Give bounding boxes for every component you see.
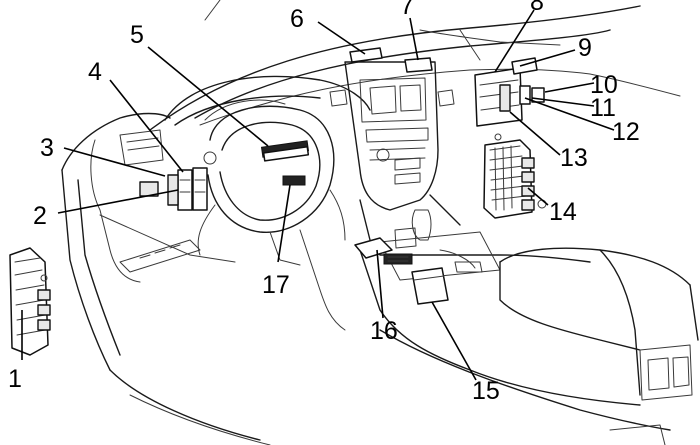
callout-9: 9	[578, 34, 592, 62]
callout-10: 10	[590, 71, 618, 99]
steering-switch-5	[260, 140, 310, 162]
junction-block-1	[9, 247, 51, 356]
callout-4: 4	[88, 58, 102, 86]
callout-14: 14	[549, 198, 577, 226]
callout-labels: 1 2 3 4 5 6 7 8 9 10 11 12 13 14 15 16 1…	[8, 0, 640, 405]
relay-stack-left	[139, 167, 208, 211]
callout-7: 7	[400, 0, 414, 20]
callout-15: 15	[472, 377, 500, 405]
callout-16: 16	[370, 317, 398, 345]
module-17	[282, 175, 306, 186]
callout-13: 13	[560, 144, 588, 172]
steering-and-cluster	[164, 75, 371, 331]
callout-17: 17	[262, 271, 290, 299]
center-console	[359, 194, 699, 445]
callout-1: 1	[8, 365, 22, 393]
junction-block-14	[483, 133, 547, 219]
callout-5: 5	[130, 21, 144, 49]
console-connector-16	[354, 237, 413, 265]
dashboard-outline	[61, 0, 681, 445]
console-box-15	[411, 267, 449, 305]
relay-block-right	[474, 57, 545, 127]
callout-8: 8	[530, 0, 544, 16]
callout-12: 12	[612, 118, 640, 146]
callout-6: 6	[290, 5, 304, 33]
leader-lines	[21, 9, 615, 381]
center-stack	[329, 61, 455, 211]
callout-11: 11	[590, 94, 616, 122]
dash-top-sensors	[349, 47, 433, 73]
callout-2: 2	[33, 202, 47, 230]
callout-3: 3	[40, 134, 54, 162]
